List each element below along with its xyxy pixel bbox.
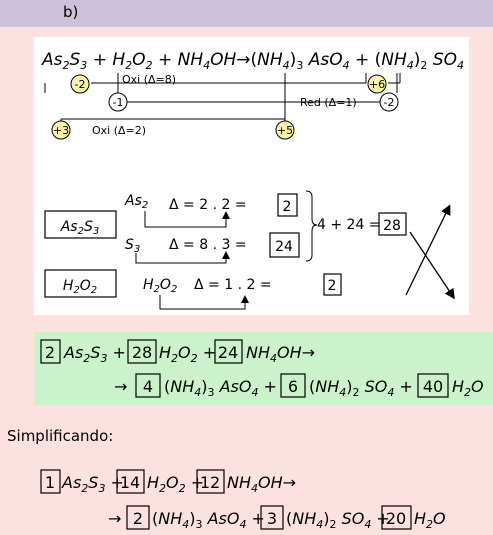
- svg-text:NH4OH→: NH4OH→: [227, 473, 296, 495]
- ox-state-o-product: -2: [384, 96, 395, 109]
- svg-text:→: →: [114, 377, 127, 396]
- simplified-label: Simplificando:: [7, 427, 114, 445]
- row-as2-result: 2: [283, 199, 292, 215]
- sum-expression: 4 + 24 =: [317, 217, 381, 233]
- coef-as2s3: 2: [45, 343, 55, 362]
- ox-state-as-reactant-circle: [51, 120, 71, 140]
- coef-h2o: 40: [423, 377, 443, 396]
- simp-coef-nh43aso4: 2: [133, 509, 143, 528]
- ox-state-as-product-circle: [275, 120, 295, 140]
- svg-text:(NH4)3 AsO4 +: (NH4)3 AsO4 +: [164, 377, 277, 399]
- coef-nh42so4: 6: [288, 377, 298, 396]
- svg-text:→: →: [108, 509, 121, 528]
- row-s3-result: 24: [275, 239, 293, 255]
- row-s3-calc: Δ = 8 . 3 =: [169, 237, 247, 253]
- redox-equation: As2S3 + H2O2 + NH4OH→(NH4)3 AsO4 + (NH4)…: [41, 50, 469, 72]
- ox-state-s-product-circle: [367, 74, 387, 94]
- coef-nh43aso4: 4: [143, 377, 153, 396]
- simp-coef-nh42so4: 3: [267, 509, 277, 528]
- cross-arrow-down: [409, 231, 455, 300]
- row-s3-species: S3: [125, 237, 140, 255]
- ox-state-o-reactant: -1: [113, 96, 124, 109]
- simp-coef-h2o2: 14: [120, 473, 140, 492]
- row-as2-species: As2: [124, 193, 148, 211]
- header-bar: b): [0, 0, 493, 27]
- box-h2o2-label: H2O2: [63, 278, 97, 296]
- svg-text:As2S3 +: As2S3 +: [61, 473, 124, 495]
- simplified-equation-svg: 1 As2S3 + 14 H2O2 + 12 NH4OH→ → 2 (NH4)3…: [40, 469, 446, 531]
- part-label: b): [63, 3, 79, 21]
- svg-text:H2O2 +: H2O2 +: [159, 343, 216, 365]
- row-as2-result-box: [277, 193, 298, 217]
- redox-diagram: As2S3 + H2O2 + NH4OH→(NH4)3 AsO4 + (NH4)…: [34, 37, 469, 315]
- cross-arrow-up: [405, 204, 451, 296]
- row-h2o2-result-box: [323, 273, 342, 296]
- sum-result-box: [378, 212, 407, 236]
- ox-state-s-product: +6: [369, 78, 385, 91]
- simp-coef-nh4oh: 12: [200, 473, 220, 492]
- svg-text:(NH4)2 SO4 +: (NH4)2 SO4 +: [309, 377, 413, 399]
- row-s3-result-box: [269, 232, 300, 258]
- ox-state-o-reactant-circle: [108, 92, 128, 112]
- oxi-s-label: Oxi (Δ=8): [122, 73, 176, 86]
- svg-text:H2O: H2O: [452, 377, 484, 399]
- svg-text:(NH4)2 SO4 +: (NH4)2 SO4 +: [286, 509, 390, 531]
- row-h2o2-calc: Δ = 1 . 2 =: [194, 277, 272, 293]
- red-label: Red (Δ=1): [300, 96, 357, 109]
- coef-h2o2: 28: [132, 343, 152, 362]
- oxi-as-label: Oxi (Δ=2): [92, 124, 146, 137]
- sum-result: 28: [383, 218, 401, 234]
- row-h2o2-result: 2: [328, 278, 337, 294]
- ox-state-s-reactant-circle: [70, 74, 90, 94]
- svg-text:H2O: H2O: [414, 509, 446, 531]
- ox-state-as-product: +5: [277, 124, 293, 137]
- svg-text:H2O2 +: H2O2 +: [147, 473, 204, 495]
- box-as2s3-label: As2S3: [60, 219, 100, 237]
- row-as2-calc: Δ = 2 . 2 =: [169, 197, 247, 213]
- svg-text:As2S3 +: As2S3 +: [63, 343, 126, 365]
- ox-state-s-reactant: -2: [75, 78, 86, 91]
- ox-state-o-product-circle: [379, 92, 399, 112]
- row-h2o2-species: H2O2: [143, 277, 177, 295]
- balanced-equation-svg: 2 As2S3 + 28 H2O2 + 24 NH4OH→ → 4 (NH4)3…: [40, 339, 484, 399]
- svg-text:(NH4)3 AsO4 +: (NH4)3 AsO4 +: [152, 509, 265, 531]
- svg-text:NH4OH→: NH4OH→: [246, 343, 315, 365]
- redox-diagram-svg: As2S3 + H2O2 + NH4OH→(NH4)3 AsO4 + (NH4)…: [41, 50, 469, 310]
- box-as2s3: [44, 210, 117, 239]
- box-h2o2: [44, 269, 117, 298]
- simp-coef-as2s3: 1: [45, 473, 55, 492]
- coef-nh4oh: 24: [218, 343, 238, 362]
- balanced-equation: 2 As2S3 + 28 H2O2 + 24 NH4OH→ → 4 (NH4)3…: [34, 332, 493, 405]
- simp-coef-h2o: 20: [386, 509, 406, 528]
- ox-state-as-reactant: +3: [53, 124, 69, 137]
